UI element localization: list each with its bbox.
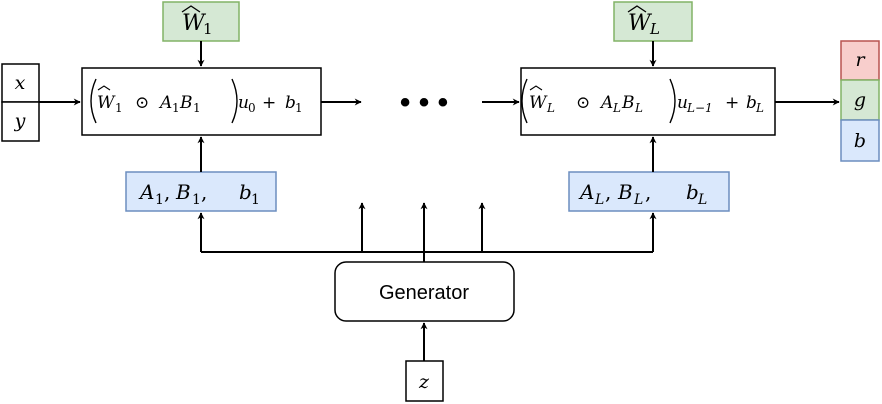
params-first-b-sub: 1 — [251, 192, 260, 208]
output-b-label: b — [854, 130, 866, 152]
expr-last-odot: ⊙ — [576, 93, 590, 113]
layers-ellipsis: • • • — [400, 86, 448, 119]
params-last-A: A — [578, 180, 594, 204]
generator-label: Generator — [379, 282, 469, 304]
paren-open-first — [90, 78, 97, 124]
paren-close-first — [231, 78, 238, 124]
input-xy-node: x y — [1, 63, 40, 142]
expr-last-A-sub: L — [612, 101, 621, 115]
expr-last-W-sub: L — [546, 101, 555, 115]
layer-last-node: W L ⊙ A L B L u L−1 + b L — [520, 67, 776, 136]
expr-last-u-sub: L−1 — [686, 101, 713, 115]
expr-first-A: A — [158, 93, 172, 113]
output-b-box — [840, 119, 880, 162]
expr-first-odot: ⊙ — [135, 93, 149, 113]
paren-close-last — [669, 78, 676, 124]
expr-first-B-sub: 1 — [193, 101, 201, 115]
output-r-box — [840, 40, 880, 81]
expr-first-B: B — [179, 93, 193, 113]
generator-node: Generator — [334, 261, 515, 322]
output-g-box — [840, 79, 880, 121]
params-last-b: b — [686, 180, 699, 204]
expr-first-W: W — [97, 93, 116, 113]
expr-first-b-sub: 1 — [295, 101, 303, 115]
weight-last-node: W L — [613, 1, 693, 42]
layer-first-node: W 1 ⊙ A 1 B 1 u 0 + b 1 — [81, 67, 322, 136]
params-last-node: A L , B L , b L — [568, 171, 730, 212]
expr-last-B-sub: L — [634, 101, 643, 115]
expr-first-u-sub: 0 — [248, 101, 256, 115]
output-g-label: g — [854, 89, 866, 111]
expr-last-W: W — [529, 93, 548, 113]
params-last-B-sub: L — [633, 192, 643, 208]
expr-last-b-sub: L — [755, 101, 764, 115]
expr-last-b: b — [746, 93, 757, 113]
params-first-comma-2: , — [201, 180, 207, 204]
params-first-A-sub: 1 — [155, 192, 164, 208]
params-first-A: A — [138, 180, 154, 204]
paren-open-last — [521, 78, 528, 124]
expr-last-u: u — [677, 93, 688, 113]
expr-first-b: b — [285, 93, 296, 113]
layer-last-box — [520, 67, 776, 136]
weight-last-symbol: W — [628, 11, 653, 36]
widehat-expr-first — [97, 85, 111, 91]
params-last-B: B — [617, 180, 633, 204]
widehat-last — [627, 5, 647, 13]
params-first-b: b — [239, 180, 252, 204]
params-first-comma-1: , — [164, 180, 170, 204]
weight-first-node: W 1 — [162, 1, 240, 42]
edges — [39, 41, 840, 361]
expr-last-B: B — [621, 93, 635, 113]
params-first-node: A 1 , B 1 , b 1 — [125, 171, 277, 212]
params-last-comma-2: , — [645, 180, 651, 204]
expr-first-u: u — [238, 93, 249, 113]
expr-first-plus: + — [262, 93, 276, 113]
input-x-label: x — [15, 72, 26, 94]
weight-first-symbol: W — [182, 11, 207, 36]
widehat-expr-last — [529, 85, 543, 91]
output-r-label: r — [855, 49, 866, 71]
weight-first-subscript: 1 — [203, 20, 213, 38]
latent-z-label: z — [418, 371, 430, 393]
input-y-box — [1, 101, 40, 142]
output-rgb-node: r g b — [840, 40, 880, 162]
params-last-b-sub: L — [697, 192, 707, 208]
expr-first-W-sub: 1 — [115, 101, 123, 115]
params-last-box — [568, 171, 730, 212]
latent-z-node: z — [405, 360, 444, 402]
expr-last-A: A — [599, 93, 613, 113]
layer-first-box — [81, 67, 322, 136]
params-first-B: B — [175, 180, 191, 204]
weight-last-subscript: L — [649, 20, 660, 38]
params-last-A-sub: L — [594, 192, 604, 208]
params-last-comma-1: , — [605, 180, 611, 204]
input-y-label: y — [14, 110, 26, 132]
expr-first-A-sub: 1 — [172, 101, 180, 115]
widehat-first — [181, 5, 201, 13]
expr-last-plus: + — [725, 93, 739, 113]
params-first-B-sub: 1 — [192, 192, 201, 208]
